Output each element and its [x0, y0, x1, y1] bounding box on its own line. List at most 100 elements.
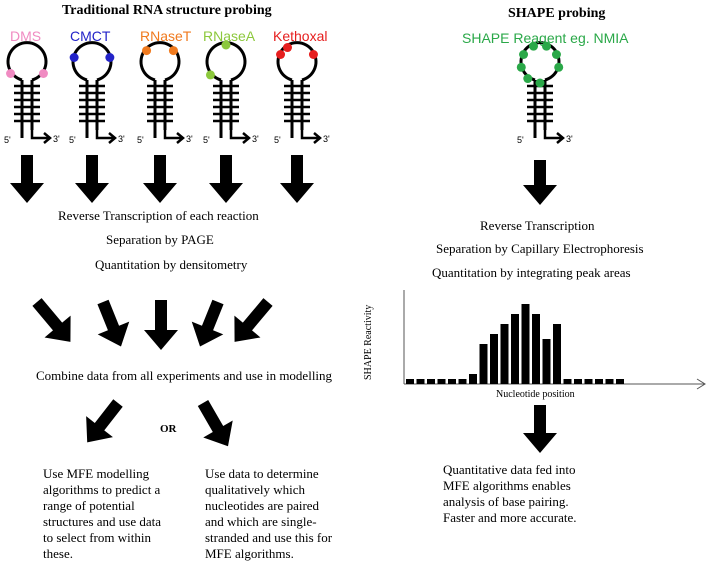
flow-arrow-shape — [97, 299, 130, 347]
flow-arrow-shape — [197, 400, 233, 447]
chart-xlabel: Nucleotide position — [496, 389, 575, 400]
option1-line: range of potential — [43, 498, 135, 513]
reactivity-bar — [469, 374, 477, 384]
reactivity-bar — [553, 324, 561, 384]
chart-x-axis-arrowhead — [696, 378, 706, 390]
reactivity-bar — [427, 379, 435, 384]
flow-arrows — [10, 155, 557, 453]
reactivity-bar — [574, 379, 582, 384]
modification-dot — [6, 69, 16, 78]
reagent-label-kethoxal: Kethoxal — [273, 28, 328, 44]
reactivity-bar — [511, 314, 519, 384]
flow-arrow-shape — [280, 155, 314, 203]
option2-text: Use data to determine qualitatively whic… — [205, 466, 375, 562]
left-step-reverse-transcription: Reverse Transcription of each reaction — [58, 208, 259, 223]
five-prime-label: 5' — [69, 135, 76, 145]
modification-dot — [516, 62, 526, 72]
modification-dot — [551, 50, 561, 59]
flow-arrow — [75, 155, 109, 203]
three-prime-arrowhead — [176, 132, 185, 144]
reagent-label-cmct: CMCT — [70, 28, 111, 44]
conclusion-line: analysis of base pairing. — [443, 494, 569, 509]
flow-arrow-shape — [523, 405, 557, 453]
reactivity-bar — [521, 304, 530, 384]
modification-dot — [554, 62, 564, 72]
reactivity-bar — [479, 344, 488, 384]
three-prime-label: 3' — [118, 134, 125, 144]
option2-line: qualitatively which — [205, 482, 306, 497]
reactivity-bar — [616, 379, 624, 384]
reactivity-bar — [490, 334, 498, 384]
three-prime-arrowhead — [556, 132, 565, 144]
reactivity-bar — [500, 324, 509, 384]
modification-dot — [221, 40, 231, 50]
option2-line: nucleotides are paired — [205, 498, 320, 513]
flow-arrow-shape — [523, 160, 557, 205]
reactivity-bar — [406, 379, 414, 384]
shape-reagent-label: SHAPE Reagent eg. NMIA — [462, 30, 629, 46]
flow-arrow — [32, 298, 71, 342]
modification-dot — [283, 43, 292, 53]
three-prime-arrowhead — [108, 132, 117, 144]
left-step-quantitation: Quantitation by densitometry — [95, 257, 248, 272]
chart-ylabel: SHAPE Reactivity — [363, 304, 374, 380]
modification-dot — [168, 46, 178, 56]
flow-arrow-shape — [144, 300, 178, 350]
flow-arrow — [144, 300, 178, 350]
modification-dot — [519, 50, 529, 59]
or-label: OR — [160, 423, 177, 435]
combine-text: Combine data from all experiments and us… — [36, 368, 333, 383]
option1-line: Use MFE modelling — [43, 466, 150, 481]
flow-arrow — [197, 400, 233, 447]
three-prime-tail — [300, 130, 318, 140]
three-prime-tail — [95, 130, 113, 140]
five-prime-label: 5' — [137, 135, 144, 145]
conclusion-line: Quantitative data fed into — [443, 462, 576, 477]
reagent-label-rnaset: RNaseT — [140, 28, 192, 44]
three-prime-tail — [543, 130, 561, 140]
modification-dot — [529, 41, 539, 51]
flow-arrow-shape — [86, 399, 123, 443]
option1-line: these. — [43, 546, 73, 561]
hairpin-loop — [71, 41, 113, 82]
left-step-separation: Separation by PAGE — [106, 232, 214, 247]
shape-reactivity-chart — [403, 290, 706, 390]
three-prime-label: 3' — [323, 134, 330, 144]
reactivity-bar — [542, 339, 551, 384]
flow-arrow-shape — [143, 155, 177, 203]
modification-dot — [142, 46, 152, 56]
flow-arrow — [523, 160, 557, 205]
three-prime-label: 3' — [252, 134, 259, 144]
reagent-label-dms: DMS — [10, 28, 42, 44]
flow-arrow-shape — [191, 299, 224, 347]
three-prime-tail — [163, 130, 181, 140]
flow-arrow — [280, 155, 314, 203]
modification-dot — [523, 74, 533, 84]
modification-dot — [38, 69, 48, 78]
right-step-reverse-transcription: Reverse Transcription — [480, 218, 595, 233]
right-title: SHAPE probing — [508, 6, 606, 21]
flow-arrow — [209, 155, 243, 203]
modification-dot — [105, 53, 115, 63]
reactivity-bar — [605, 379, 614, 384]
option1-line: structures and use data — [43, 514, 162, 529]
option1-text: Use MFE modelling algorithms to predict … — [43, 466, 203, 562]
option2-line: stranded and use this for — [205, 530, 333, 545]
right-step-separation: Separation by Capillary Electrophoresis — [436, 241, 644, 256]
flow-arrow-shape — [32, 298, 71, 342]
reactivity-bar — [532, 314, 540, 384]
conclusion-line: MFE algorithms enables — [443, 478, 571, 493]
flow-arrow — [234, 298, 273, 342]
three-prime-arrowhead — [242, 132, 251, 144]
three-prime-arrowhead — [313, 132, 322, 144]
three-prime-label: 3' — [53, 134, 60, 144]
five-prime-label: 5' — [274, 135, 281, 145]
option2-line: MFE algorithms. — [205, 546, 294, 561]
hairpin-loop — [139, 41, 181, 82]
three-prime-arrowhead — [43, 132, 52, 144]
flow-arrow-shape — [234, 298, 273, 342]
five-prime-label: 5' — [4, 135, 11, 145]
left-title: Traditional RNA structure probing — [62, 3, 272, 18]
option2-line: and which are single- — [205, 514, 317, 529]
